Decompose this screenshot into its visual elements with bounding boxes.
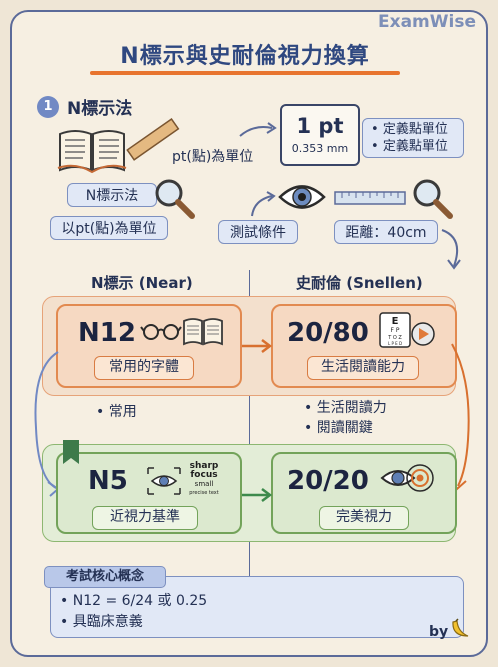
n-unit-label: 以pt(點)為單位 xyxy=(50,216,168,240)
column-divider xyxy=(249,270,250,576)
page-title: N標示與史耐倫視力換算 xyxy=(120,44,370,69)
snellen-tag: 完美視力 xyxy=(319,506,409,530)
eye-icon xyxy=(147,467,181,495)
eye-icon xyxy=(278,185,326,209)
near-value: N12 xyxy=(78,318,136,348)
eye-chart-row: F P xyxy=(391,327,400,334)
definition-item: • 定義點單位 xyxy=(371,122,448,137)
bullet-item: 常用 xyxy=(96,402,137,422)
distance-label: 距離：40cm xyxy=(334,220,438,244)
focus-word: precise text xyxy=(189,490,219,496)
arrow-to-pt xyxy=(239,122,277,137)
target-eye-icon xyxy=(380,464,434,492)
section-title: N標示法 xyxy=(67,99,133,119)
near-bullets: 常用 xyxy=(96,402,137,422)
near-tag: 近視力基準 xyxy=(92,506,198,530)
arrow-curve-down xyxy=(441,229,461,270)
bullet-item: 閱讀關鍵 xyxy=(304,418,387,438)
magnifier-icon xyxy=(155,179,195,219)
magnifier-icon xyxy=(413,179,453,219)
near-value: N5 xyxy=(88,466,128,496)
near-tag: 常用的字體 xyxy=(94,356,194,380)
focus-word: small xyxy=(194,480,214,488)
pt-unit-label: pt(點)為單位 xyxy=(172,149,254,165)
card-n12: N12 常用的字體 xyxy=(56,304,242,388)
focus-word: focus xyxy=(190,470,218,480)
focus-text: sharp focus small precise text xyxy=(184,462,224,498)
key-concepts-list: N12 = 6/24 或 0.25 具臨床意義 xyxy=(60,591,207,633)
brand-logo: ExamWise xyxy=(378,12,476,32)
eye-chart-row: E xyxy=(392,316,399,327)
n-method-label: N標示法 xyxy=(67,183,157,207)
pt-definition-box: 1 pt 0.353 mm xyxy=(280,104,360,166)
pt-mm: 0.353 mm xyxy=(291,142,349,155)
title-block: N標示與史耐倫視力換算 xyxy=(80,38,410,75)
eye-chart-row: T O Z xyxy=(387,335,402,341)
key-concept-item: N12 = 6/24 或 0.25 xyxy=(60,591,207,612)
ruler-icon xyxy=(126,117,180,161)
ruler-icon xyxy=(334,191,406,205)
arrow-n5-to-snellen xyxy=(242,488,273,502)
glasses-icon xyxy=(140,324,182,340)
bullet-item: 生活閱讀力 xyxy=(304,398,387,418)
book-icon xyxy=(183,318,223,346)
snellen-tag: 生活閱讀能力 xyxy=(307,356,419,380)
column-header-snellen: 史耐倫 (Snellen) xyxy=(296,274,423,292)
arrow-n12-to-snellen xyxy=(242,339,273,353)
key-concepts-label: 考試核心概念 xyxy=(44,566,166,588)
section-number: 1 xyxy=(37,96,59,118)
key-concept-item: 具臨床意義 xyxy=(60,612,207,633)
card-n5: N5 近視力基準 xyxy=(56,452,242,534)
snellen-bullets: 生活閱讀力 閱讀關鍵 xyxy=(304,398,387,438)
bookmark-icon xyxy=(63,440,79,464)
book-icon xyxy=(57,130,127,174)
card-20-80: 20/80 生活閱讀能力 xyxy=(271,304,457,388)
title-underline xyxy=(90,71,400,75)
pt-value: 1 pt xyxy=(296,114,344,138)
column-header-near: N標示 (Near) xyxy=(91,274,193,292)
snellen-value: 20/80 xyxy=(287,318,369,348)
byline: by xyxy=(429,624,449,640)
focus-word: sharp xyxy=(189,461,219,471)
test-condition-label: 測試條件 xyxy=(218,220,298,244)
snellen-value: 20/20 xyxy=(287,466,369,496)
banana-icon xyxy=(452,618,469,637)
arrow-to-eye xyxy=(251,191,276,217)
definition-item: • 定義點單位 xyxy=(371,139,448,154)
definition-list: • 定義點單位 • 定義點單位 xyxy=(362,118,464,158)
eye-chart-row: L P E D xyxy=(388,341,402,346)
eye-chart-icon: E F P T O Z L P E D xyxy=(379,312,435,348)
